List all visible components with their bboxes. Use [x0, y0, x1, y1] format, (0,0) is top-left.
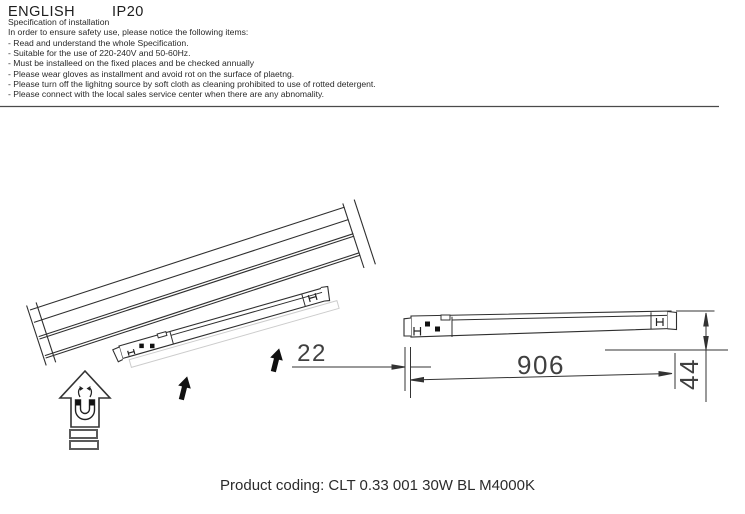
header-ip-rating: IP20	[112, 4, 144, 20]
push-arrow-icon	[178, 376, 191, 401]
fixture-clip	[655, 318, 664, 326]
spec-item: - Read and understand the whole Specific…	[8, 37, 189, 48]
dimension-label-height: 44	[674, 358, 704, 390]
connector-dot	[139, 343, 144, 349]
dimension-label-gap: 22	[297, 340, 327, 367]
ceiling-bar	[69, 429, 98, 439]
track-rails	[29, 206, 361, 359]
spec-text-block: Specification of installation In order t…	[8, 17, 628, 100]
spec-item: - Suitable for the use of 220-240V and 5…	[8, 48, 191, 59]
fixture-right-bracket	[320, 285, 331, 302]
connector-dot	[425, 321, 430, 327]
spec-item: - Must be installeed on the fixed places…	[8, 58, 255, 69]
fixture-notch	[156, 330, 168, 339]
dimension-gap	[292, 364, 431, 370]
fixture-clip	[127, 349, 136, 356]
spec-title: Specification of installation	[8, 17, 110, 27]
track-left-endcap	[26, 302, 57, 366]
fixture-left-bracket	[112, 346, 124, 363]
spec-item: - Please wear gloves as installment and …	[8, 68, 295, 79]
spec-item: - Please connect with the local sales se…	[8, 89, 325, 100]
fixture-left-bracket	[403, 317, 412, 337]
dimension-height	[605, 310, 728, 402]
magnet-mount-arrow-icon	[58, 369, 112, 450]
dimension-lines	[292, 310, 728, 402]
connector-dot	[150, 343, 155, 349]
track-right-endcap	[342, 199, 376, 269]
connector-dot	[435, 326, 440, 332]
ceiling-bar	[69, 440, 99, 450]
fixture-right-bracket	[667, 310, 678, 331]
product-coding-text: Product coding: CLT 0.33 001 30W BL M400…	[220, 477, 535, 494]
fixture-notch	[440, 314, 451, 321]
light-fixture-side-view	[403, 310, 678, 338]
spec-item: - Please turn off the lighitng source by…	[8, 79, 376, 90]
fixture-clip	[307, 293, 318, 303]
fixture-clip	[413, 327, 422, 336]
dimension-label-length: 906	[517, 350, 565, 380]
push-arrow-icon	[270, 348, 283, 373]
header-language-label: ENGLISH	[8, 4, 76, 20]
light-fixture-diagonal	[112, 285, 331, 363]
fixture-ghost-outline	[128, 299, 340, 369]
dimension-length	[410, 353, 676, 389]
spec-intro: In order to ensure safety use, please no…	[8, 27, 249, 38]
